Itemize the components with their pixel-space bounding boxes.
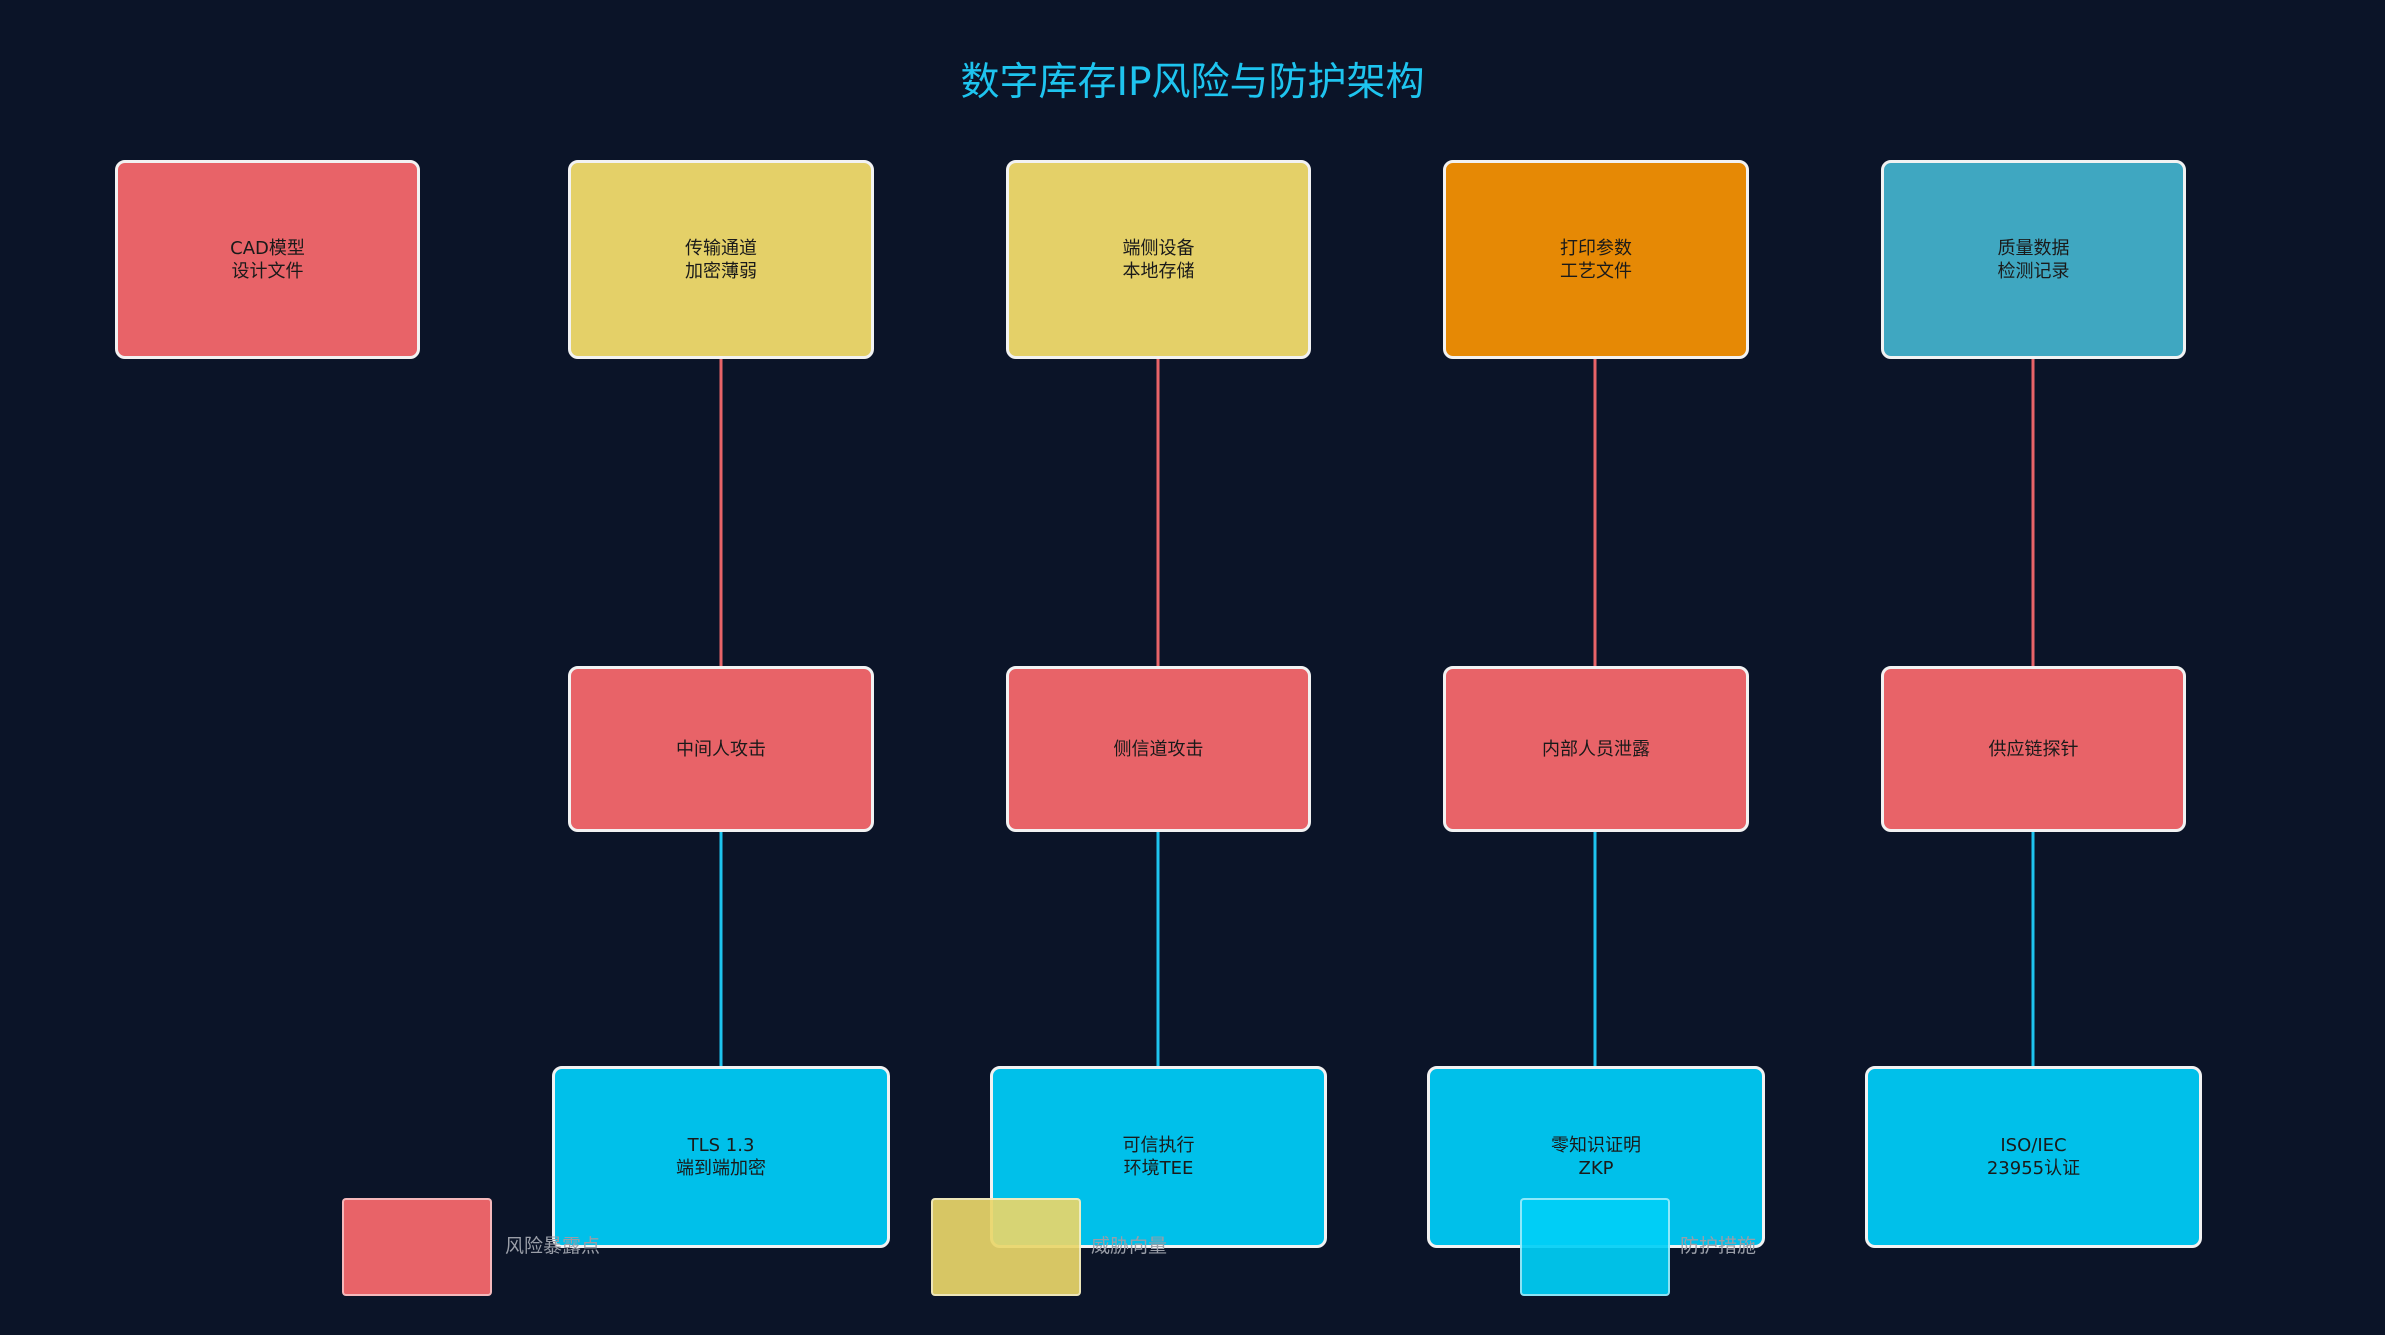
diagram-title: 数字库存IP风险与防护架构 [960,60,1425,105]
legend-swatch-threat [931,1198,1081,1296]
node-transport-channel[interactable]: 传输通道 加密薄弱 [568,160,874,359]
node-cad-model[interactable]: CAD模型 设计文件 [115,160,420,359]
legend-label-defense: 防护措施 [1680,1235,1757,1257]
legend-swatch-defense [1520,1198,1670,1296]
node-iso-certification[interactable]: ISO/IEC 23955认证 [1865,1066,2202,1248]
legend-label-threat: 威胁向量 [1091,1235,1168,1257]
node-mitm-attack[interactable]: 中间人攻击 [568,666,874,832]
node-edge-device[interactable]: 端侧设备 本地存储 [1006,160,1311,359]
node-supply-chain-probe[interactable]: 供应链探针 [1881,666,2186,832]
node-tls-encryption[interactable]: TLS 1.3 端到端加密 [552,1066,890,1248]
legend-label-risk: 风险暴露点 [505,1235,601,1257]
legend-swatch-risk [342,1198,492,1296]
node-quality-data[interactable]: 质量数据 检测记录 [1881,160,2186,359]
node-print-params[interactable]: 打印参数 工艺文件 [1443,160,1749,359]
node-insider-leak[interactable]: 内部人员泄露 [1443,666,1749,832]
node-side-channel-attack[interactable]: 侧信道攻击 [1006,666,1311,832]
